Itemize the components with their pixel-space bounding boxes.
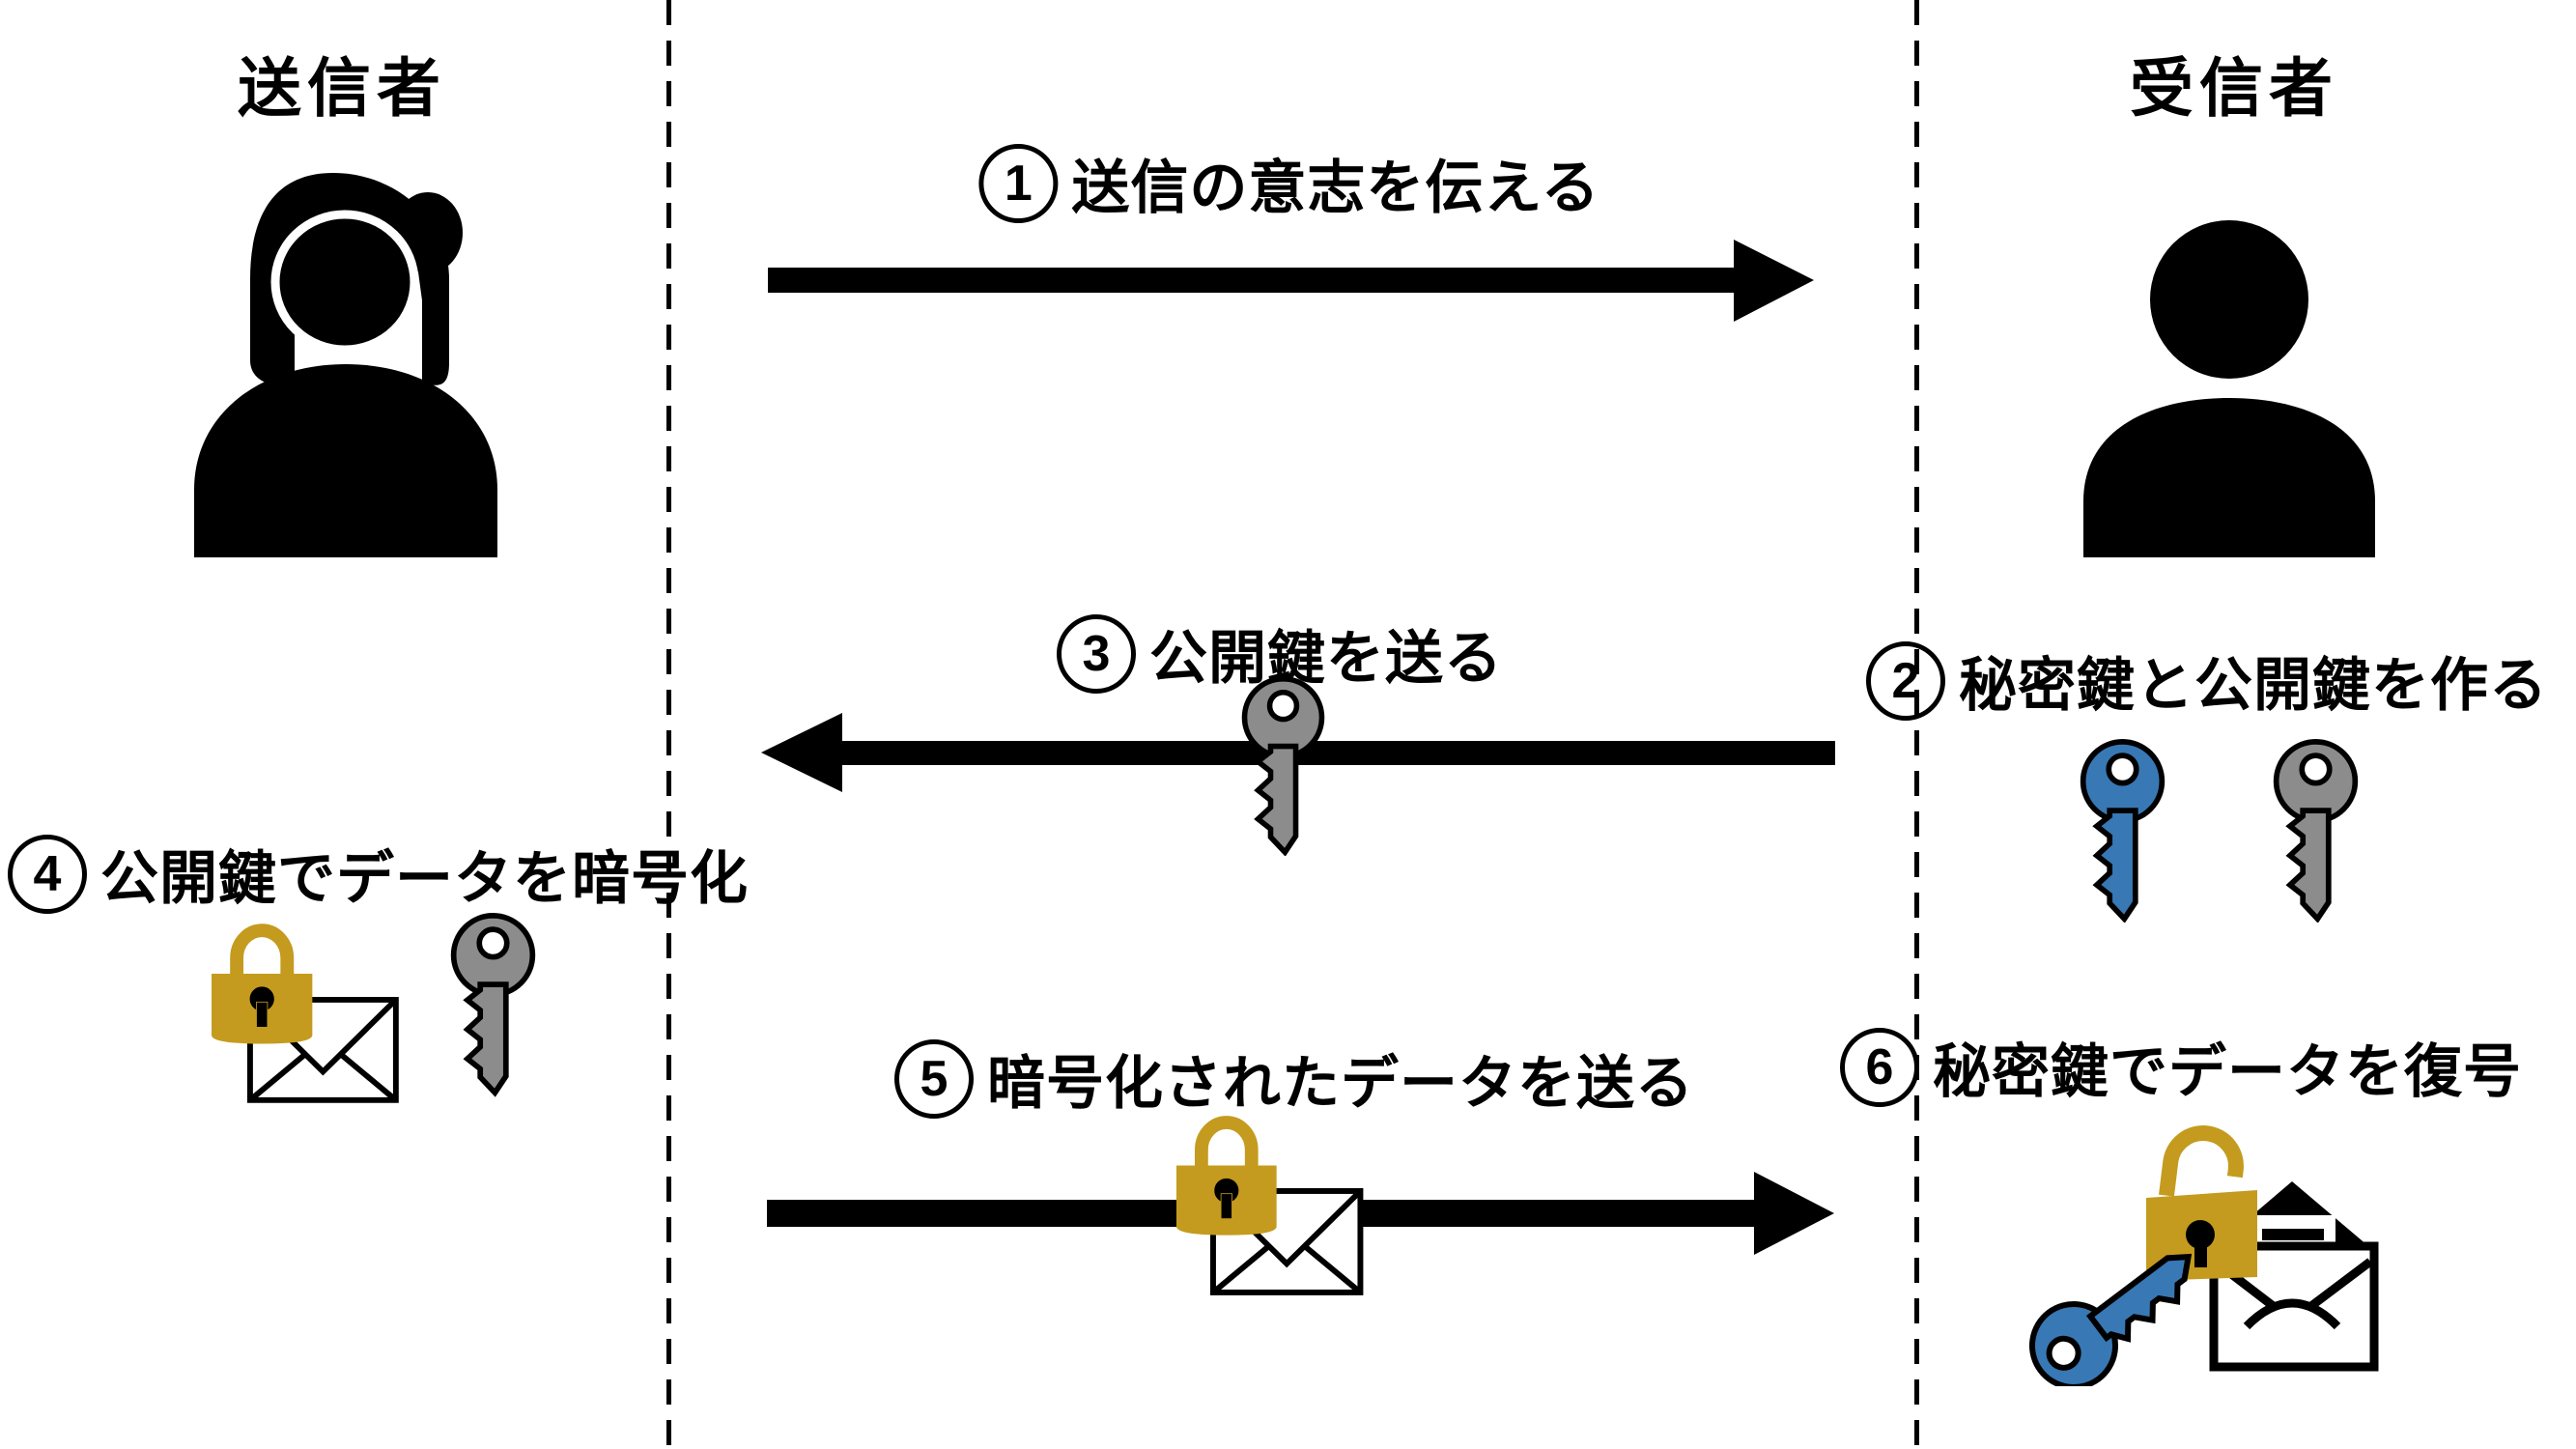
lane-divider-right [1914, 0, 1919, 1449]
step2-number-badge: 2 [1866, 640, 1945, 721]
public-key-icon [2270, 739, 2362, 923]
gold-padlock-icon [212, 930, 312, 1043]
lane-divider-left [666, 0, 671, 1449]
sender-female-person-icon [194, 173, 497, 557]
step3-label: 公開鍵を送る [1149, 626, 1503, 691]
step1: 1 送信の意志を伝える [978, 141, 1599, 225]
encrypted-data-on-arrow-icons [1164, 1106, 1415, 1309]
step3-number-badge: 3 [1057, 613, 1136, 694]
private-key-icon [2077, 739, 2168, 923]
step6-number-badge: 6 [1840, 1027, 1919, 1107]
step1-number-badge: 1 [978, 143, 1059, 223]
public-key-on-arrow-icon [1238, 676, 1328, 856]
step2-label: 秘密鍵と公開鍵を作る [1959, 653, 2548, 718]
step2: 2 秘密鍵と公開鍵を作る [1866, 639, 2548, 723]
step4-number-badge: 4 [8, 834, 87, 914]
arrow-step1-right [768, 240, 1814, 322]
encrypted-data-icons [198, 913, 546, 1106]
step6: 6 秘密鍵でデータを復号 [1840, 1025, 2522, 1109]
step5-number-badge: 5 [894, 1038, 974, 1119]
sender-title: 送信者 [238, 52, 446, 124]
step4: 4 公開鍵でデータを暗号化 [8, 832, 749, 916]
step5: 5 暗号化されたデータを送る [894, 1037, 1694, 1121]
receiver-person-icon [2083, 220, 2375, 557]
step3: 3 公開鍵を送る [1057, 611, 1503, 696]
open-envelope-with-letter-icon [2209, 1181, 2379, 1372]
step4-label: 公開鍵でデータを暗号化 [100, 846, 749, 911]
receiver-title: 受信者 [2130, 52, 2338, 124]
step6-label: 秘密鍵でデータを復号 [1933, 1039, 2522, 1104]
step1-label: 送信の意志を伝える [1071, 156, 1600, 220]
gray-key-icon [454, 916, 533, 1093]
gold-padlock-icon [1176, 1122, 1277, 1236]
step5-label: 暗号化されたデータを送る [987, 1051, 1694, 1116]
decrypted-data-icons [2019, 1125, 2379, 1386]
